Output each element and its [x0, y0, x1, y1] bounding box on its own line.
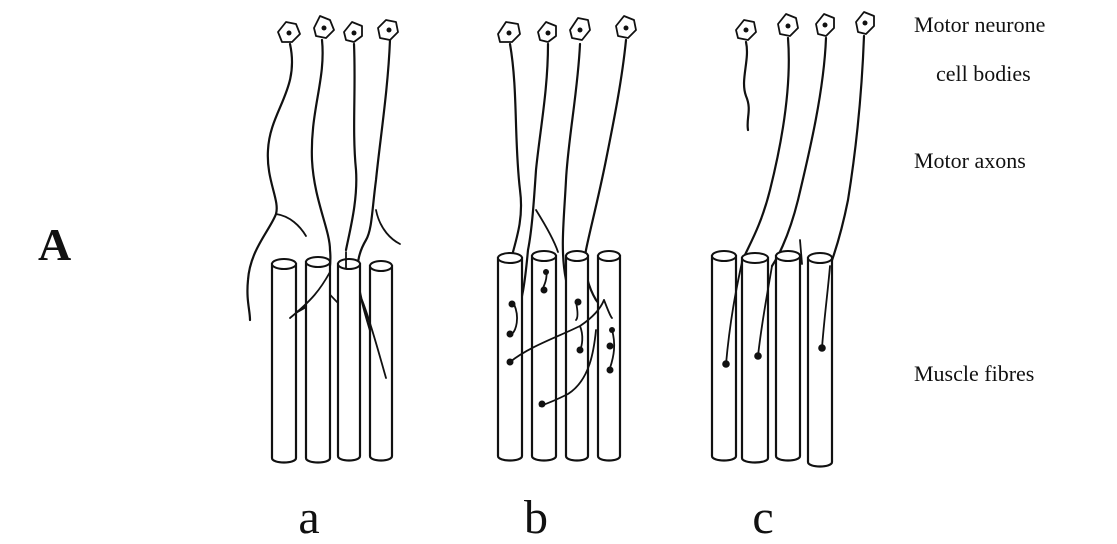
neurone-cell-body [778, 14, 798, 36]
muscle-fibre [712, 251, 736, 461]
end-plate [543, 269, 549, 275]
neurone-cell-body [616, 16, 636, 38]
neurone-cell-body [378, 20, 398, 40]
label-motor-axons: Motor axons [914, 148, 1026, 173]
axon-branch [376, 210, 400, 244]
neurone-cell-body [498, 22, 520, 42]
end-plate [818, 344, 826, 352]
severed-axon [744, 42, 749, 130]
label-cell-bodies: cell bodies [936, 61, 1031, 86]
panel-caption-b: b [524, 491, 548, 544]
figure-label: A [38, 219, 71, 270]
label-muscle-fibres: Muscle fibres [914, 361, 1034, 386]
muscle-fibre [566, 251, 588, 461]
end-plate [507, 359, 514, 366]
muscle-fibre [306, 257, 330, 463]
muscle-fibre [776, 251, 800, 461]
neurone-cell-body [278, 22, 300, 42]
end-plate [607, 343, 614, 350]
neurone-cell-body [816, 14, 834, 36]
end-plate [575, 299, 582, 306]
end-plate [539, 401, 546, 408]
motor-axon [772, 38, 826, 266]
panel-b: b [498, 16, 636, 544]
neurone-cell-body [538, 22, 556, 42]
neurone-cell-body [570, 18, 590, 40]
end-plate [577, 347, 584, 354]
end-plate [507, 331, 514, 338]
axon-branch [536, 210, 558, 252]
panel-caption-a: a [298, 491, 319, 544]
muscle-fibre [338, 259, 360, 461]
end-plate [754, 352, 762, 360]
muscle-fibre [272, 259, 296, 463]
panel-c: c [712, 12, 874, 544]
end-plate [722, 360, 730, 368]
end-plate [609, 327, 615, 333]
end-plate [509, 301, 516, 308]
motor-axon [346, 44, 356, 250]
end-plate [607, 367, 614, 374]
muscle-fibre [598, 251, 620, 461]
muscle-fibre [532, 251, 556, 461]
panel-caption-c: c [752, 491, 773, 544]
label-motor-neurone: Motor neurone [914, 12, 1045, 37]
end-plate [541, 287, 548, 294]
motor-axon [830, 36, 864, 266]
neurone-cell-body [314, 16, 334, 38]
axon-branch [276, 214, 306, 236]
neurone-cell-body [344, 22, 362, 42]
motor-axon [742, 38, 789, 262]
neurone-cell-body [856, 12, 874, 34]
panel-a: a [247, 16, 400, 544]
neurone-cell-body [736, 20, 756, 40]
